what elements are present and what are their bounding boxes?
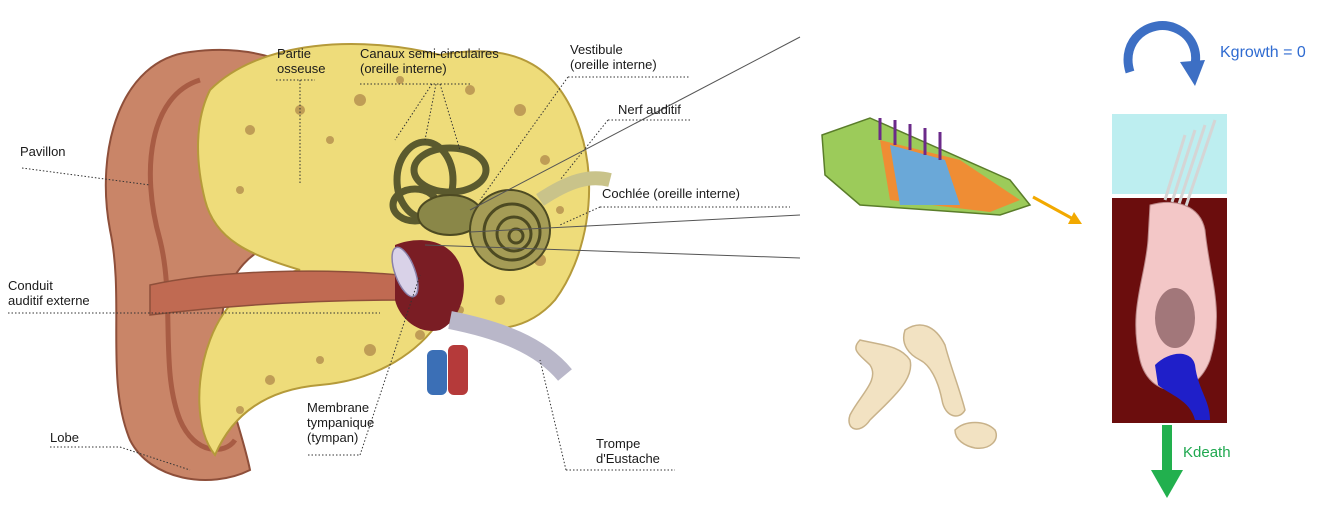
osselets-title: CHAÎNE OSSICULAIRE <box>812 276 1011 297</box>
label-trompe: Trompe d'Eustache <box>596 436 660 466</box>
kdeath-label: Kdeath <box>1183 444 1231 461</box>
osselets-label-enclume: Enclume <box>980 321 1031 336</box>
label-canaux: Canaux semi-circulaires (oreille interne… <box>360 46 499 76</box>
death-arrow-head <box>1151 470 1183 498</box>
growth-loop-head <box>1180 60 1205 86</box>
corti-label-externes: Cellules ciliées externes <box>867 97 1006 112</box>
label-membrane: Membrane tympanique (tympan) <box>307 400 374 445</box>
corti-label-internes: Cellules ciliées internes <box>874 224 1010 239</box>
corti-title: ORGANE DE CORTI <box>830 52 1003 73</box>
corti-illustration <box>822 118 1030 215</box>
label-pavillon: Pavillon <box>20 144 66 159</box>
death-arrow-shaft <box>1162 425 1172 470</box>
label-vestibule: Vestibule (oreille interne) <box>570 42 657 72</box>
osselets-label-etrier: Étrier <box>985 459 1016 474</box>
ossicles-illustration <box>849 325 996 448</box>
vein <box>427 350 447 395</box>
label-partie-osseuse: Partie osseuse <box>277 46 325 76</box>
link-arrow-line <box>1033 197 1075 220</box>
artery <box>448 345 468 395</box>
hair-cell-model <box>1112 114 1227 423</box>
kgrowth-label: Kgrowth = 0 <box>1220 44 1306 62</box>
label-conduit: Conduit auditif externe <box>8 278 90 308</box>
label-lobe: Lobe <box>50 430 79 445</box>
label-nerf: Nerf auditif <box>618 102 681 117</box>
osselets-label-marteau: Marteau <box>855 321 903 336</box>
label-cochlee: Cochlée (oreille interne) <box>602 186 740 201</box>
